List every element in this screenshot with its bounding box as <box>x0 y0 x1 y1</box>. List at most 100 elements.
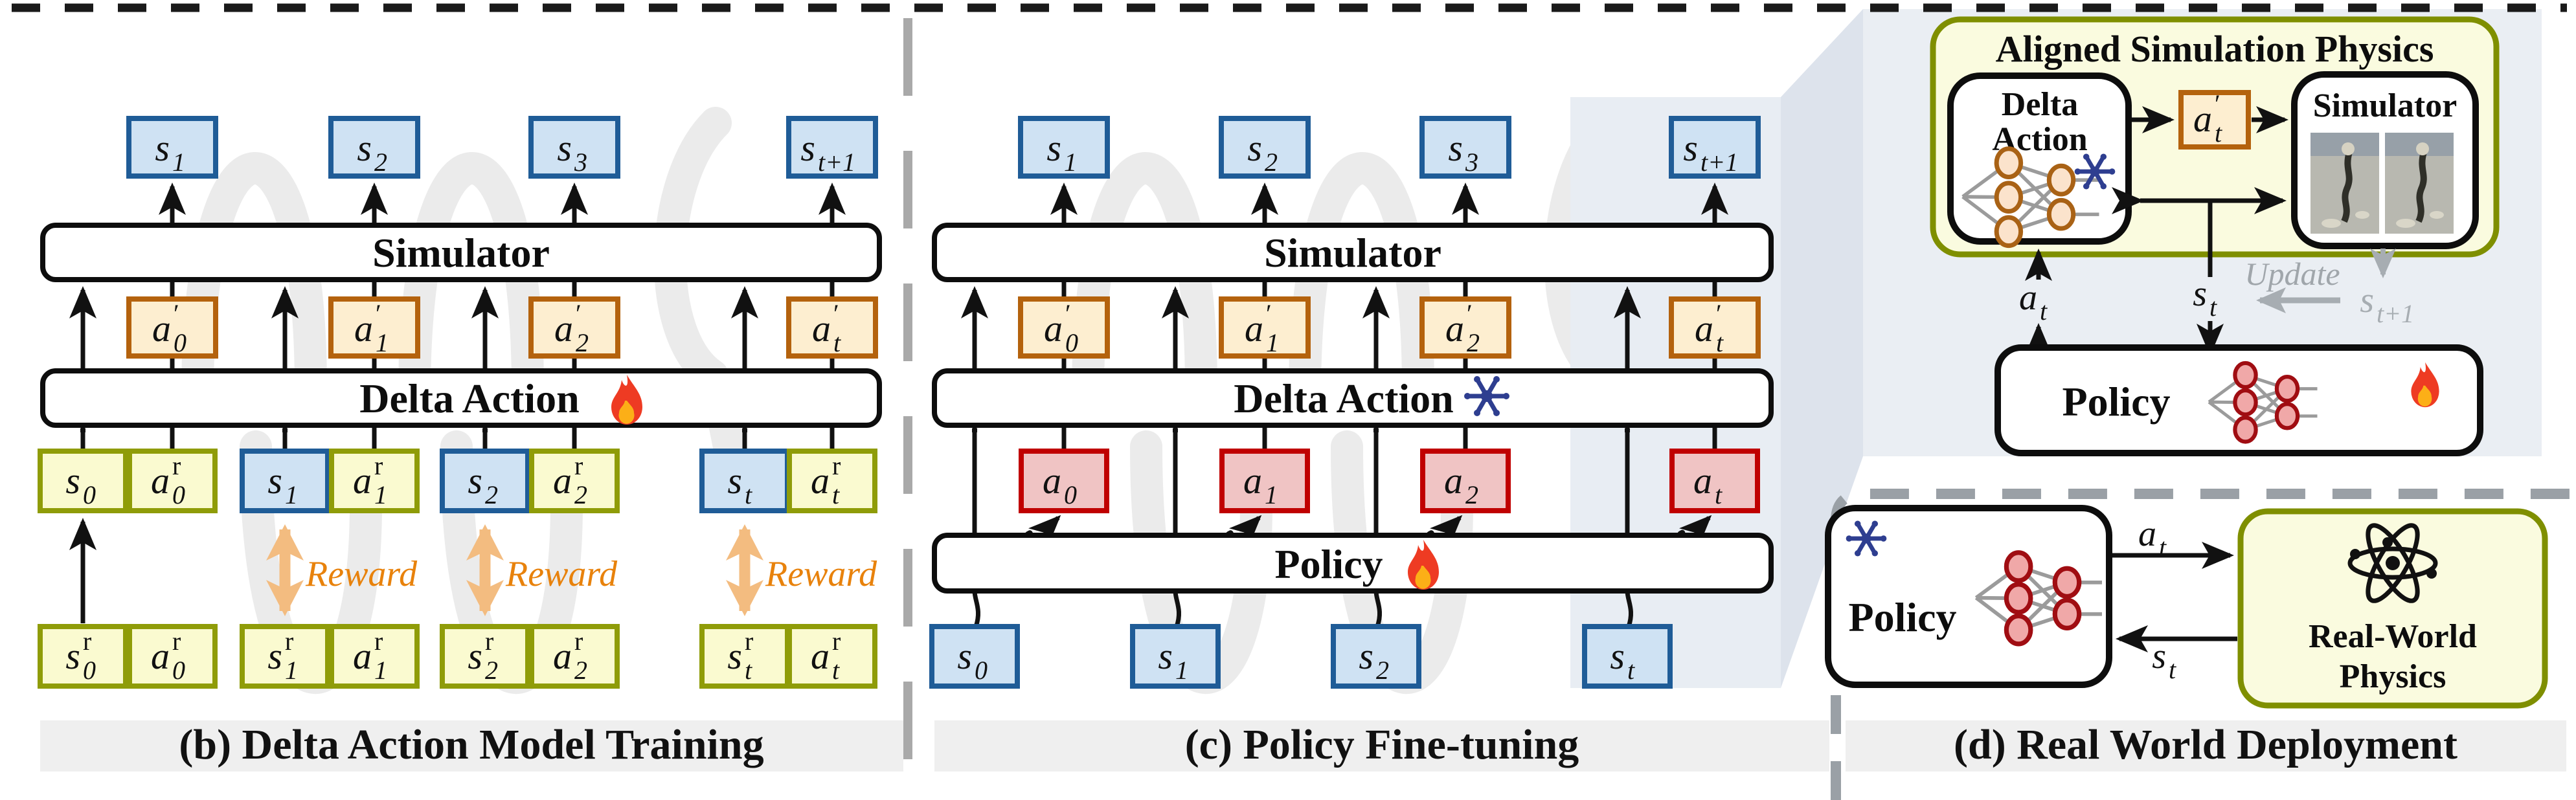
action-prime-label: a <box>1445 307 1464 350</box>
bottom-pairs-b: s r 0 a r 0 s r 1 a r 1 s r 2 a r 2 s r … <box>38 624 877 689</box>
state-label: s <box>1683 127 1698 169</box>
cell-sub: 0 <box>83 656 96 685</box>
cell-sub: t <box>745 480 752 509</box>
action-prime-label: a <box>152 307 171 350</box>
cell-label: a <box>151 635 170 677</box>
cell-sub: t <box>832 480 840 509</box>
atom-icon <box>2347 523 2438 603</box>
cell-label: s <box>468 460 482 502</box>
caption-bar-c <box>934 720 1829 772</box>
snowflake-icon <box>1464 376 1509 416</box>
walker-image <box>2310 133 2379 234</box>
action-prime-label: a <box>2193 98 2212 140</box>
simulator-label-d: Simulator <box>2313 87 2457 124</box>
cell-label: a <box>353 460 372 502</box>
action-prime-sup: ′ <box>1266 299 1272 328</box>
cell-label: s <box>1359 635 1373 677</box>
cell-sup: r <box>832 451 841 480</box>
policy-bar-c <box>932 533 1774 594</box>
policy-label-c: Policy <box>1274 541 1383 587</box>
cell-sub: 2 <box>574 480 587 509</box>
cell-sub: 1 <box>285 656 298 685</box>
caption-d: (d) Real World Deployment <box>1954 721 2457 768</box>
state-label: s <box>557 127 572 169</box>
action-prime-sup: ′ <box>833 299 839 328</box>
state-label: s <box>357 127 372 169</box>
a-t-sub: t <box>2040 296 2048 326</box>
cell-sup: r <box>83 627 91 656</box>
cell-sub: 1 <box>1175 656 1188 685</box>
cell-sub: 1 <box>374 480 387 509</box>
cell-label: a <box>553 460 572 502</box>
neural-network-icon-red <box>1974 550 2102 647</box>
cell-label: s <box>267 460 282 502</box>
action-prime-sub: 2 <box>576 328 589 357</box>
delta-action-bar-b <box>40 368 882 428</box>
snowflake-icon <box>2074 153 2116 190</box>
cell-sup: r <box>172 627 181 656</box>
panel-c: Simulator Delta Action Policy s 1 s 2 s <box>929 116 1829 772</box>
cell-sub: 0 <box>975 656 988 685</box>
cell-sub: 1 <box>1265 480 1278 509</box>
flame-icon <box>611 375 642 425</box>
simulator-bar-b <box>40 223 882 282</box>
action-prime-sub: 1 <box>1266 328 1279 357</box>
cell-label: a <box>811 635 830 677</box>
cell-label: s <box>1158 635 1173 677</box>
state-boxes-top-b: s 1 s 2 s 3 s t+1 <box>126 116 878 179</box>
action-prime-label: a <box>812 307 831 350</box>
cell-sup: r <box>832 627 841 656</box>
cell-sup: r <box>172 451 181 480</box>
state-sub: 1 <box>1064 148 1077 177</box>
action-prime-sup: ′ <box>1467 299 1473 328</box>
real-world-physics-box <box>2237 508 2548 709</box>
cell-sub: 0 <box>83 480 96 509</box>
action-prime-box-d <box>2178 90 2251 150</box>
cell-sub: 0 <box>172 480 185 509</box>
cell-label: a <box>1444 460 1463 502</box>
action-prime-sup: ′ <box>1716 299 1722 328</box>
bottom-states-c: s 0 s 1 s 2 s t <box>929 624 1673 689</box>
neural-network-icon-orange <box>1961 146 2099 249</box>
action-prime-sub: 1 <box>376 328 389 357</box>
action-prime-sup: ′ <box>576 299 582 328</box>
state-sub: 3 <box>1465 148 1478 177</box>
cell-label: a <box>1043 460 1061 502</box>
caption-bar-b <box>40 720 903 772</box>
delta-action-d-line1: Delta <box>2002 86 2078 123</box>
state-boxes-top-c: s 1 s 2 s 3 s t+1 <box>1018 116 1761 179</box>
reward-label: Reward <box>305 554 418 594</box>
state-sub: t+1 <box>1700 148 1738 177</box>
state-label: s <box>155 127 170 169</box>
state-sub: 2 <box>374 148 387 177</box>
cell-sup: r <box>374 627 383 656</box>
cell-sub: 2 <box>485 480 498 509</box>
s-t1-sub: t+1 <box>2377 299 2414 328</box>
cell-label: a <box>811 460 830 502</box>
state-sub: 2 <box>1265 148 1278 177</box>
s-t1-label: s <box>2360 280 2374 320</box>
panel-d-top: Aligned Simulation Physics Delta Action … <box>1930 16 2500 456</box>
action-prime-label: a <box>1245 307 1263 350</box>
cell-label: a <box>1243 460 1262 502</box>
caption-bar-d <box>1846 720 2566 772</box>
flame-icon <box>1408 540 1439 590</box>
cell-label: s <box>727 460 742 502</box>
cell-sup: r <box>485 627 493 656</box>
action-prime-sup: ′ <box>1065 299 1071 328</box>
state-label: s <box>1247 127 1262 169</box>
action-prime-sub: t <box>2215 118 2222 148</box>
cell-sub: 1 <box>374 656 387 685</box>
delta-action-label-c: Delta Action <box>1234 375 1454 421</box>
policy-box-d-bottom <box>1825 505 2112 688</box>
simulator-label-b: Simulator <box>372 230 550 276</box>
action-prime-sup: ′ <box>376 299 381 328</box>
a-t-real-label: a <box>2138 514 2156 554</box>
cell-label: s <box>1610 635 1625 677</box>
zoom-lens-trapezoid <box>1781 9 1863 688</box>
snowflake-icon <box>1846 520 1887 557</box>
state-sub: 3 <box>574 148 587 177</box>
walker-image <box>2385 133 2454 234</box>
physics-line2: Physics <box>2340 658 2446 695</box>
